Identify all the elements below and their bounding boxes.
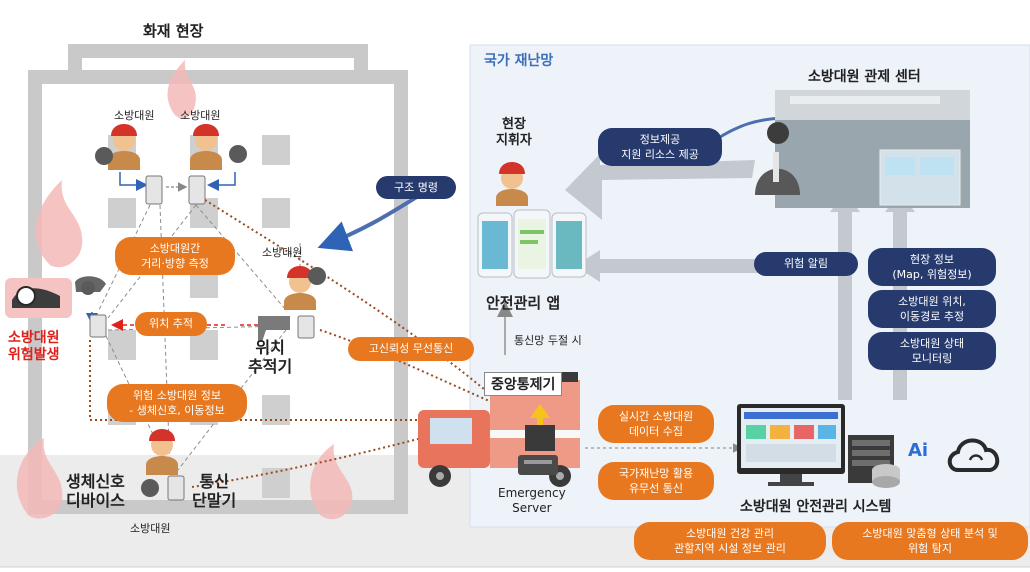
tracker-label: 위치 추적기 xyxy=(248,338,293,376)
ai-icon: Ai xyxy=(908,440,929,461)
site-info-badge: 현장 정보 (Map, 위험정보) xyxy=(868,248,996,286)
firefighter-label: 소방대원 xyxy=(130,522,171,535)
comm-terminal-label: 통신 단말기 xyxy=(192,472,237,510)
smartwatch-icon xyxy=(81,145,326,497)
reliable-wireless-badge: 고신뢰성 무선통신 xyxy=(348,337,474,361)
commander-label: 현장 지휘자 xyxy=(496,117,532,148)
fire-site-title: 화재 현장 xyxy=(143,22,204,40)
health-management-badge: 소방대원 건강 관리 관할지역 시설 정보 관리 xyxy=(634,522,826,560)
firefighter-label: 소방대원 xyxy=(262,246,303,259)
central-controller-title: 중앙통제기 xyxy=(484,372,563,396)
network-title: 국가 재난망 xyxy=(484,53,554,69)
rescue-order-badge: 구조 명령 xyxy=(376,176,456,199)
bio-device-label: 생체신호 디바이스 xyxy=(66,472,125,510)
network-fail-label: 통신망 두절 시 xyxy=(514,334,582,347)
safety-app-title: 안전관리 앱 xyxy=(486,294,561,312)
danger-alert-badge: 위험 알림 xyxy=(754,252,858,276)
control-center-title: 소방대원 관제 센터 xyxy=(808,69,921,85)
danger-occurred-label: 소방대원 위험발생 xyxy=(8,330,60,363)
tracker-device-icon xyxy=(258,316,290,342)
custom-analysis-badge: 소방대원 맞춤형 상태 분석 및 위험 탐지 xyxy=(832,522,1028,560)
wired-wireless-badge: 국가재난망 활용 유무선 통신 xyxy=(598,462,714,500)
emergency-server-label: Emergency Server xyxy=(498,486,566,515)
distance-measure-badge: 소방대원간 거리·방향 측정 xyxy=(115,237,235,275)
firefighter-label: 소방대원 xyxy=(114,109,155,122)
monitor-icon xyxy=(737,404,845,486)
fallen-firefighter-icon xyxy=(5,276,106,318)
location-estimate-badge: 소방대원 위치, 이동경로 추정 xyxy=(868,290,996,328)
server-rack-icon xyxy=(848,435,900,488)
emergency-server-icon xyxy=(518,404,558,475)
radio-device-icon xyxy=(89,175,315,501)
phone-icon xyxy=(477,209,587,279)
status-monitor-badge: 소방대원 상태 모니터링 xyxy=(868,332,996,370)
info-support-badge: 정보제공 지원 리소스 제공 xyxy=(598,128,722,166)
position-tracking-badge: 위치 추적 xyxy=(135,312,207,336)
danger-info-badge: 위험 소방대원 정보 - 생체신호, 이동정보 xyxy=(107,384,247,422)
cloud-icon xyxy=(947,438,1000,472)
realtime-collect-badge: 실시간 소방대원 데이터 수집 xyxy=(598,405,714,443)
firefighter-label: 소방대원 xyxy=(180,109,221,122)
control-center-image xyxy=(755,90,970,208)
firefighter-icon xyxy=(108,124,528,475)
safety-system-title: 소방대원 안전관리 시스템 xyxy=(740,499,892,515)
